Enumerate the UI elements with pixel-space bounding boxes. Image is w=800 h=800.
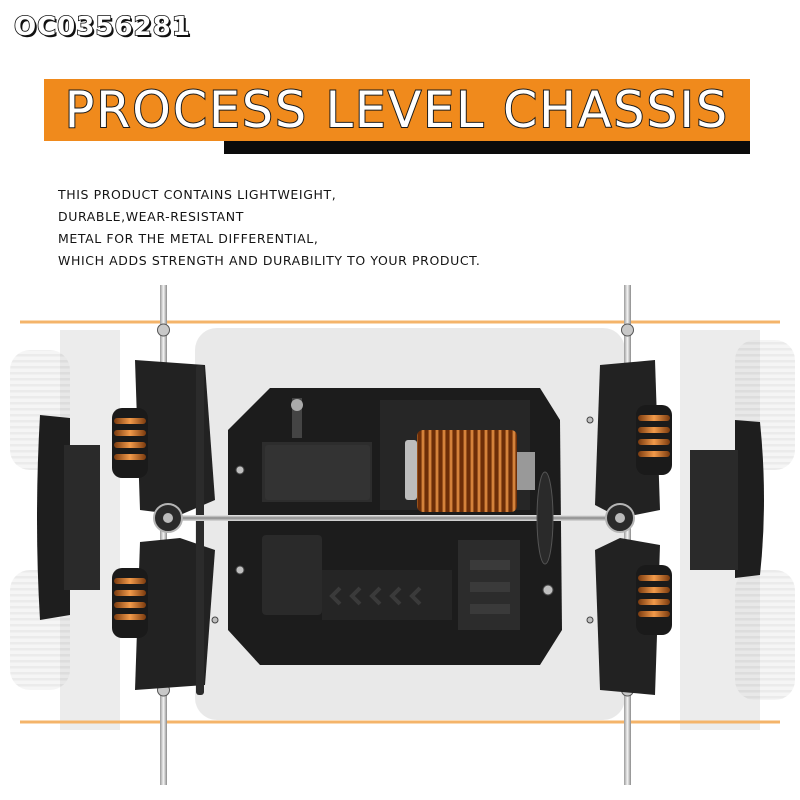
page-title: PROCESS LEVEL CHASSIS [64, 80, 730, 140]
chassis-illustration [10, 285, 795, 785]
screws [211, 416, 594, 624]
rear-shocks [636, 405, 672, 635]
front-axle [157, 285, 170, 785]
description-line-2: DURABLE,WEAR-RESISTANT [58, 209, 244, 224]
chassis-tub [228, 388, 562, 665]
description-line-1: THIS PRODUCT CONTAINS LIGHTWEIGHT, [58, 187, 337, 202]
front-bumper [37, 415, 100, 620]
front-differential [153, 503, 183, 533]
description-line-3: METAL FOR THE METAL DIFFERENTIAL, [58, 231, 319, 246]
motor [405, 430, 535, 512]
product-code: OC0356281 [13, 11, 191, 43]
servo [265, 398, 370, 500]
front-suspension-arms [135, 360, 215, 695]
rear-differential [605, 503, 635, 533]
spur-gear [536, 471, 554, 565]
title-banner-shadow [224, 141, 750, 154]
rear-bumper [690, 420, 764, 578]
drive-shaft [170, 515, 610, 521]
title-banner: PROCESS LEVEL CHASSIS [44, 79, 750, 141]
product-description: THIS PRODUCT CONTAINS LIGHTWEIGHT, DURAB… [58, 184, 481, 272]
description-line-4: WHICH ADDS STRENGTH AND DURABILITY TO YO… [58, 253, 481, 268]
front-shocks [112, 408, 148, 638]
